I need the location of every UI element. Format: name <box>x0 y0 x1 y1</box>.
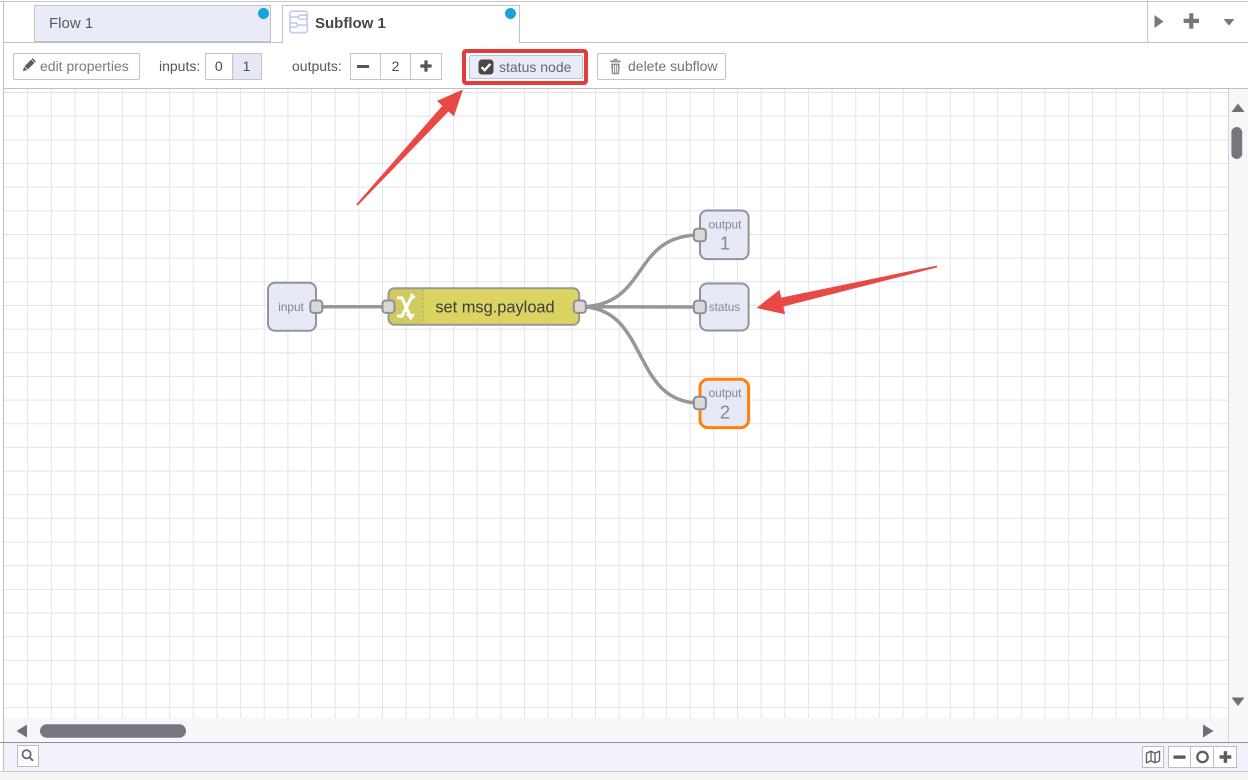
svg-text:output: output <box>709 217 743 231</box>
svg-text:output: output <box>709 386 743 400</box>
svg-text:input: input <box>278 300 304 314</box>
svg-text:set msg.payload: set msg.payload <box>435 298 554 316</box>
svg-text:1: 1 <box>720 233 730 254</box>
svg-text:2: 2 <box>720 401 730 422</box>
svg-text:status: status <box>709 300 741 314</box>
